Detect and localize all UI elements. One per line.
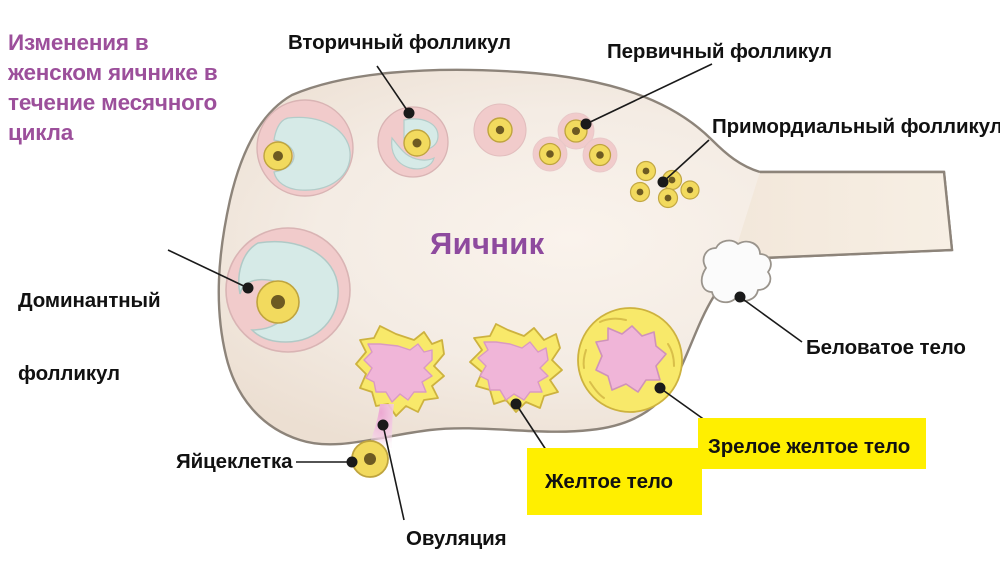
leader-corpus-albicans [739, 296, 803, 343]
structure-mature-corpus-luteum [577, 307, 683, 413]
leader-secondary-follicle [376, 65, 410, 114]
structure-corpus-albicans [700, 239, 772, 304]
structure-primary-follicle-cluster [532, 112, 618, 173]
released-ovum [351, 440, 389, 478]
leader-primary-follicle [585, 63, 713, 125]
page-title-line-3: течение месячного [8, 89, 218, 115]
highlight-box-corpus-luteum [527, 448, 702, 515]
label-dominant-follicle-line-1: Доминантный [18, 289, 161, 313]
label-dominant-follicle: Доминантный фолликул [18, 241, 161, 435]
structure-dominant-follicle [225, 227, 351, 353]
label-dominant-follicle-line-2: фолликул [18, 361, 120, 385]
leader-ovulation [382, 424, 405, 521]
label-primordial-follicle: Примордиальный фолликул [712, 115, 1000, 138]
page-title-line-4: цикла [8, 119, 74, 145]
label-secondary-follicle: Вторичный фолликул [288, 31, 511, 54]
page-title: Изменения в женском яичнике в течение ме… [8, 28, 266, 148]
organ-name-label: Яичник [430, 226, 545, 261]
leader-lines [167, 63, 803, 521]
label-ovum: Яйцеклетка [176, 450, 293, 473]
label-primary-follicle: Первичный фолликул [607, 40, 832, 63]
structure-ruptured-follicle-ovulation [351, 325, 445, 478]
leader-primordial-follicle [662, 139, 710, 183]
label-corpus-luteum: Желтое тело [545, 470, 673, 493]
structure-secondary-follicle-upper-left [256, 99, 354, 197]
structure-primary-follicle-large [473, 103, 527, 157]
leader-dominant-follicle [167, 249, 249, 289]
label-ovulation: Овуляция [406, 527, 507, 550]
structure-secondary-follicle-upper-mid [377, 106, 449, 178]
page-title-line-2: женском яичнике в [8, 59, 218, 85]
label-corpus-albicans: Беловатое тело [806, 336, 966, 359]
label-mature-corpus-luteum: Зрелое желтое тело [708, 435, 911, 458]
page-title-line-1: Изменения в [8, 30, 149, 55]
highlight-box-mature-corpus-luteum [698, 418, 926, 469]
structure-corpus-luteum [469, 323, 563, 413]
